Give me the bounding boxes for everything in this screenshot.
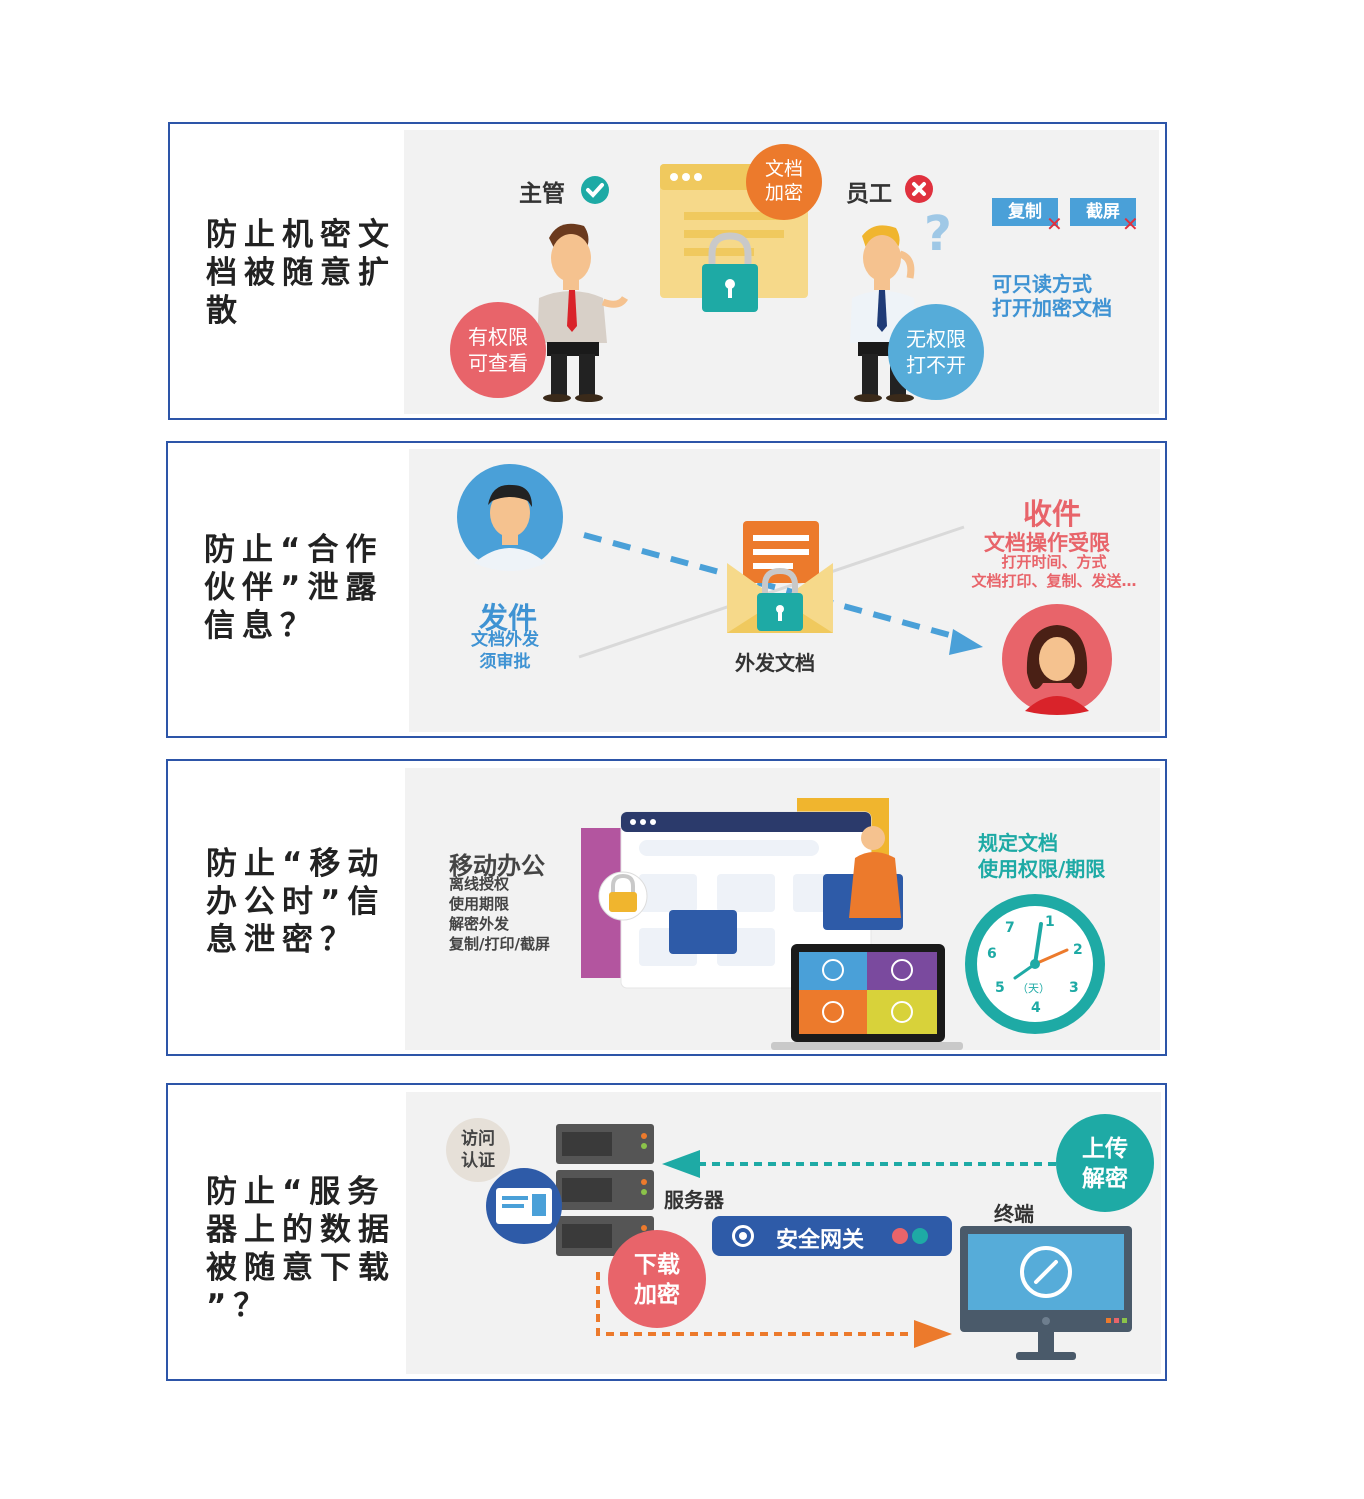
readonly-note: 可只读方式 打开加密文档 bbox=[992, 272, 1112, 320]
clock-face: 1 2 3 4 5 6 7 （天） bbox=[977, 906, 1093, 1022]
clock-number: 2 bbox=[1073, 942, 1083, 958]
panel-title: 防止“移动 办公时”信 息泄密？ bbox=[206, 846, 386, 958]
illustration-area: 发件 文档外发 须审批 外发文档 收件 文档操作受限 打开时间、方式 bbox=[409, 449, 1160, 732]
security-gateway: 安全网关 bbox=[712, 1216, 952, 1256]
status-dot-red bbox=[892, 1228, 908, 1244]
server-label: 服务器 bbox=[664, 1188, 724, 1212]
mobile-items: 离线授权 使用期限 解密外发 复制/打印/截屏 bbox=[449, 875, 550, 953]
clock-number: 6 bbox=[987, 946, 997, 962]
panel-title: 防止机密文 档被随意扩 散 bbox=[206, 217, 396, 329]
send-title: 发件 bbox=[479, 601, 538, 635]
question-mark-icon: ? bbox=[924, 206, 952, 262]
clock-number: 1 bbox=[1045, 914, 1055, 930]
panel-title: 防止“服务 器上的数据 被随意下载 ”？ bbox=[206, 1174, 396, 1324]
clock-icon: 1 2 3 4 5 6 7 （天） bbox=[965, 894, 1105, 1034]
panel-title: 防止“合作 伙伴”泄露 信息？ bbox=[204, 532, 384, 644]
illustration-area: 主管 有权限 可查看 bbox=[404, 130, 1159, 414]
gateway-label: 安全网关 bbox=[776, 1228, 865, 1253]
panel-partner-leak: 防止“合作 伙伴”泄露 信息？ 发件 文档外发 须审批 bbox=[166, 441, 1167, 738]
auth-bubble: 访问 认证 bbox=[446, 1118, 510, 1182]
clock-unit: （天） bbox=[1017, 982, 1050, 995]
status-dot-teal bbox=[912, 1228, 928, 1244]
id-card-icon bbox=[486, 1168, 562, 1244]
clock-number: 4 bbox=[1031, 1000, 1041, 1016]
panel-server-download: 防止“服务 器上的数据 被随意下载 ”？ 访问 认证 bbox=[166, 1083, 1167, 1381]
doc-encrypt-bubble: 文档 加密 bbox=[746, 144, 822, 220]
mobile-office-illustration bbox=[577, 798, 967, 1050]
no-access-bubble: 无权限 打不开 bbox=[888, 304, 984, 400]
doc-label: 外发文档 bbox=[735, 651, 815, 675]
can-view-bubble: 有权限 可查看 bbox=[450, 302, 546, 398]
receiver-avatar bbox=[1001, 603, 1113, 715]
terminal-label: 终端 bbox=[994, 1202, 1034, 1226]
send-sub: 文档外发 须审批 bbox=[471, 630, 539, 672]
download-bubble: 下载 加密 bbox=[608, 1230, 706, 1328]
cross-icon bbox=[904, 174, 934, 204]
employee-label: 员工 bbox=[846, 181, 892, 207]
clock-number: 7 bbox=[1005, 920, 1015, 936]
copy-blocked-icon: ✕ bbox=[1046, 212, 1063, 236]
screenshot-tag: 截屏 bbox=[1070, 198, 1136, 226]
flow-arrows bbox=[596, 1150, 1056, 1348]
clock-hands bbox=[1013, 922, 1069, 980]
illustration-area: 访问 认证 服务器 bbox=[406, 1092, 1161, 1374]
illustration-area: 移动办公 离线授权 使用期限 解密外发 复制/打印/截屏 bbox=[405, 768, 1160, 1050]
manager-figure bbox=[529, 218, 629, 403]
gateway-icon bbox=[732, 1225, 754, 1247]
terminal-monitor-icon bbox=[960, 1226, 1134, 1364]
copy-tag: 复制 bbox=[992, 198, 1058, 226]
sender-avatar bbox=[456, 463, 564, 571]
upload-bubble: 上传 解密 bbox=[1056, 1114, 1154, 1212]
encrypted-envelope bbox=[725, 521, 835, 641]
flow-lines bbox=[578, 525, 983, 659]
receive-sub: 文档操作受限 bbox=[984, 531, 1110, 555]
panel-mobile-office: 防止“移动 办公时”信 息泄密？ 移动办公 离线授权 使用期限 解密外发 复制/… bbox=[166, 759, 1167, 1056]
rule-note: 规定文档 使用权限/期限 bbox=[978, 831, 1106, 881]
clock-number: 5 bbox=[995, 980, 1005, 996]
screenshot-blocked-icon: ✕ bbox=[1122, 212, 1139, 236]
check-icon bbox=[580, 175, 610, 205]
receive-title: 收件 bbox=[1023, 497, 1082, 531]
clock-number: 3 bbox=[1069, 980, 1079, 996]
mobile-title: 移动办公 bbox=[449, 852, 545, 880]
receive-detail: 打开时间、方式 文档打印、复制、发送… bbox=[971, 553, 1137, 590]
panel-document-spread: 防止机密文 档被随意扩 散 主管 bbox=[168, 122, 1167, 420]
manager-label: 主管 bbox=[519, 181, 565, 207]
